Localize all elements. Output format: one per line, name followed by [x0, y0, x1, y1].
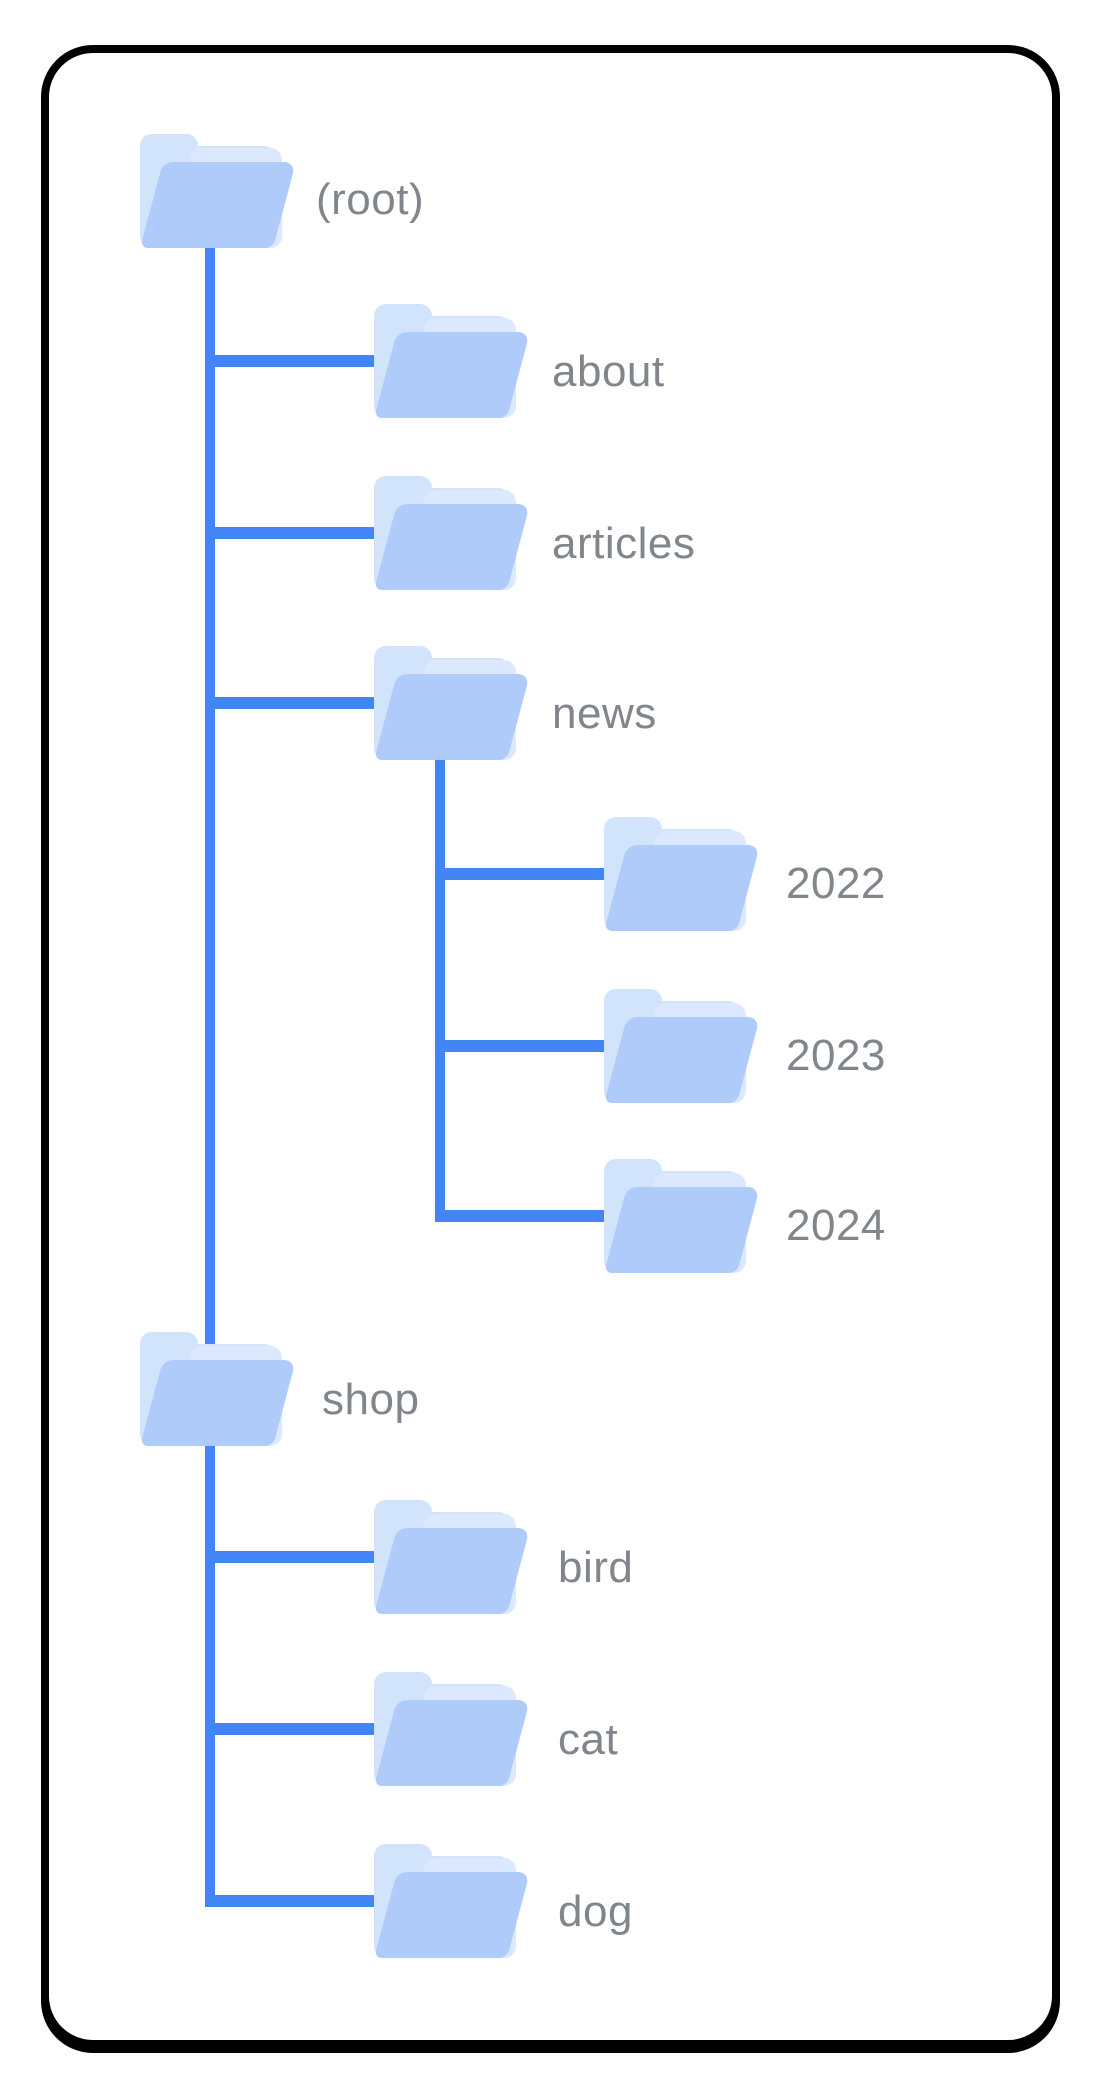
folder-icon-about: [374, 304, 531, 418]
node-label-cat: cat: [558, 1715, 619, 1764]
node-label-bird: bird: [558, 1543, 634, 1592]
folder-front: [374, 504, 531, 590]
connector-branch-about: [205, 355, 377, 367]
folder-front: [374, 1700, 531, 1786]
folder-front: [374, 1528, 531, 1614]
folder-front: [604, 1187, 761, 1273]
folder-icon-articles: [374, 476, 531, 590]
connector-branch-cat: [205, 1723, 381, 1735]
connector-branch-articles: [205, 527, 377, 539]
folder-front: [604, 845, 761, 931]
node-label-articles: articles: [552, 519, 696, 568]
connector-branch-2023: [435, 1040, 611, 1052]
folder-icon-2022: [604, 817, 761, 931]
node-label-news: news: [552, 689, 657, 738]
node-label-root: (root): [316, 175, 425, 224]
folder-front: [604, 1017, 761, 1103]
node-label-2024: 2024: [786, 1201, 886, 1250]
node-label-about: about: [552, 347, 665, 396]
connector-news-trunk: [435, 760, 445, 1222]
folder-icon-root: [140, 134, 297, 248]
folder-icon-2024: [604, 1159, 761, 1273]
folder-icon-dog: [374, 1844, 531, 1958]
connector-branch-dog: [205, 1895, 381, 1907]
connector-branch-news: [205, 697, 377, 709]
folder-front: [374, 674, 531, 760]
folder-icon-cat: [374, 1672, 531, 1786]
node-label-2022: 2022: [786, 859, 886, 908]
folder-icon-shop: [140, 1332, 297, 1446]
node-label-dog: dog: [558, 1887, 633, 1936]
folder-front: [374, 332, 531, 418]
folder-icon-bird: [374, 1500, 531, 1614]
folder-front: [140, 162, 297, 248]
folder-icon-news: [374, 646, 531, 760]
node-label-2023: 2023: [786, 1031, 886, 1080]
node-label-shop: shop: [322, 1375, 420, 1424]
connector-root-trunk: [205, 246, 215, 1907]
folder-front: [374, 1872, 531, 1958]
folder-icon-2023: [604, 989, 761, 1103]
connector-branch-2022: [435, 868, 611, 880]
folder-front: [140, 1360, 297, 1446]
connector-branch-2024: [435, 1210, 611, 1222]
connector-branch-bird: [205, 1551, 381, 1563]
